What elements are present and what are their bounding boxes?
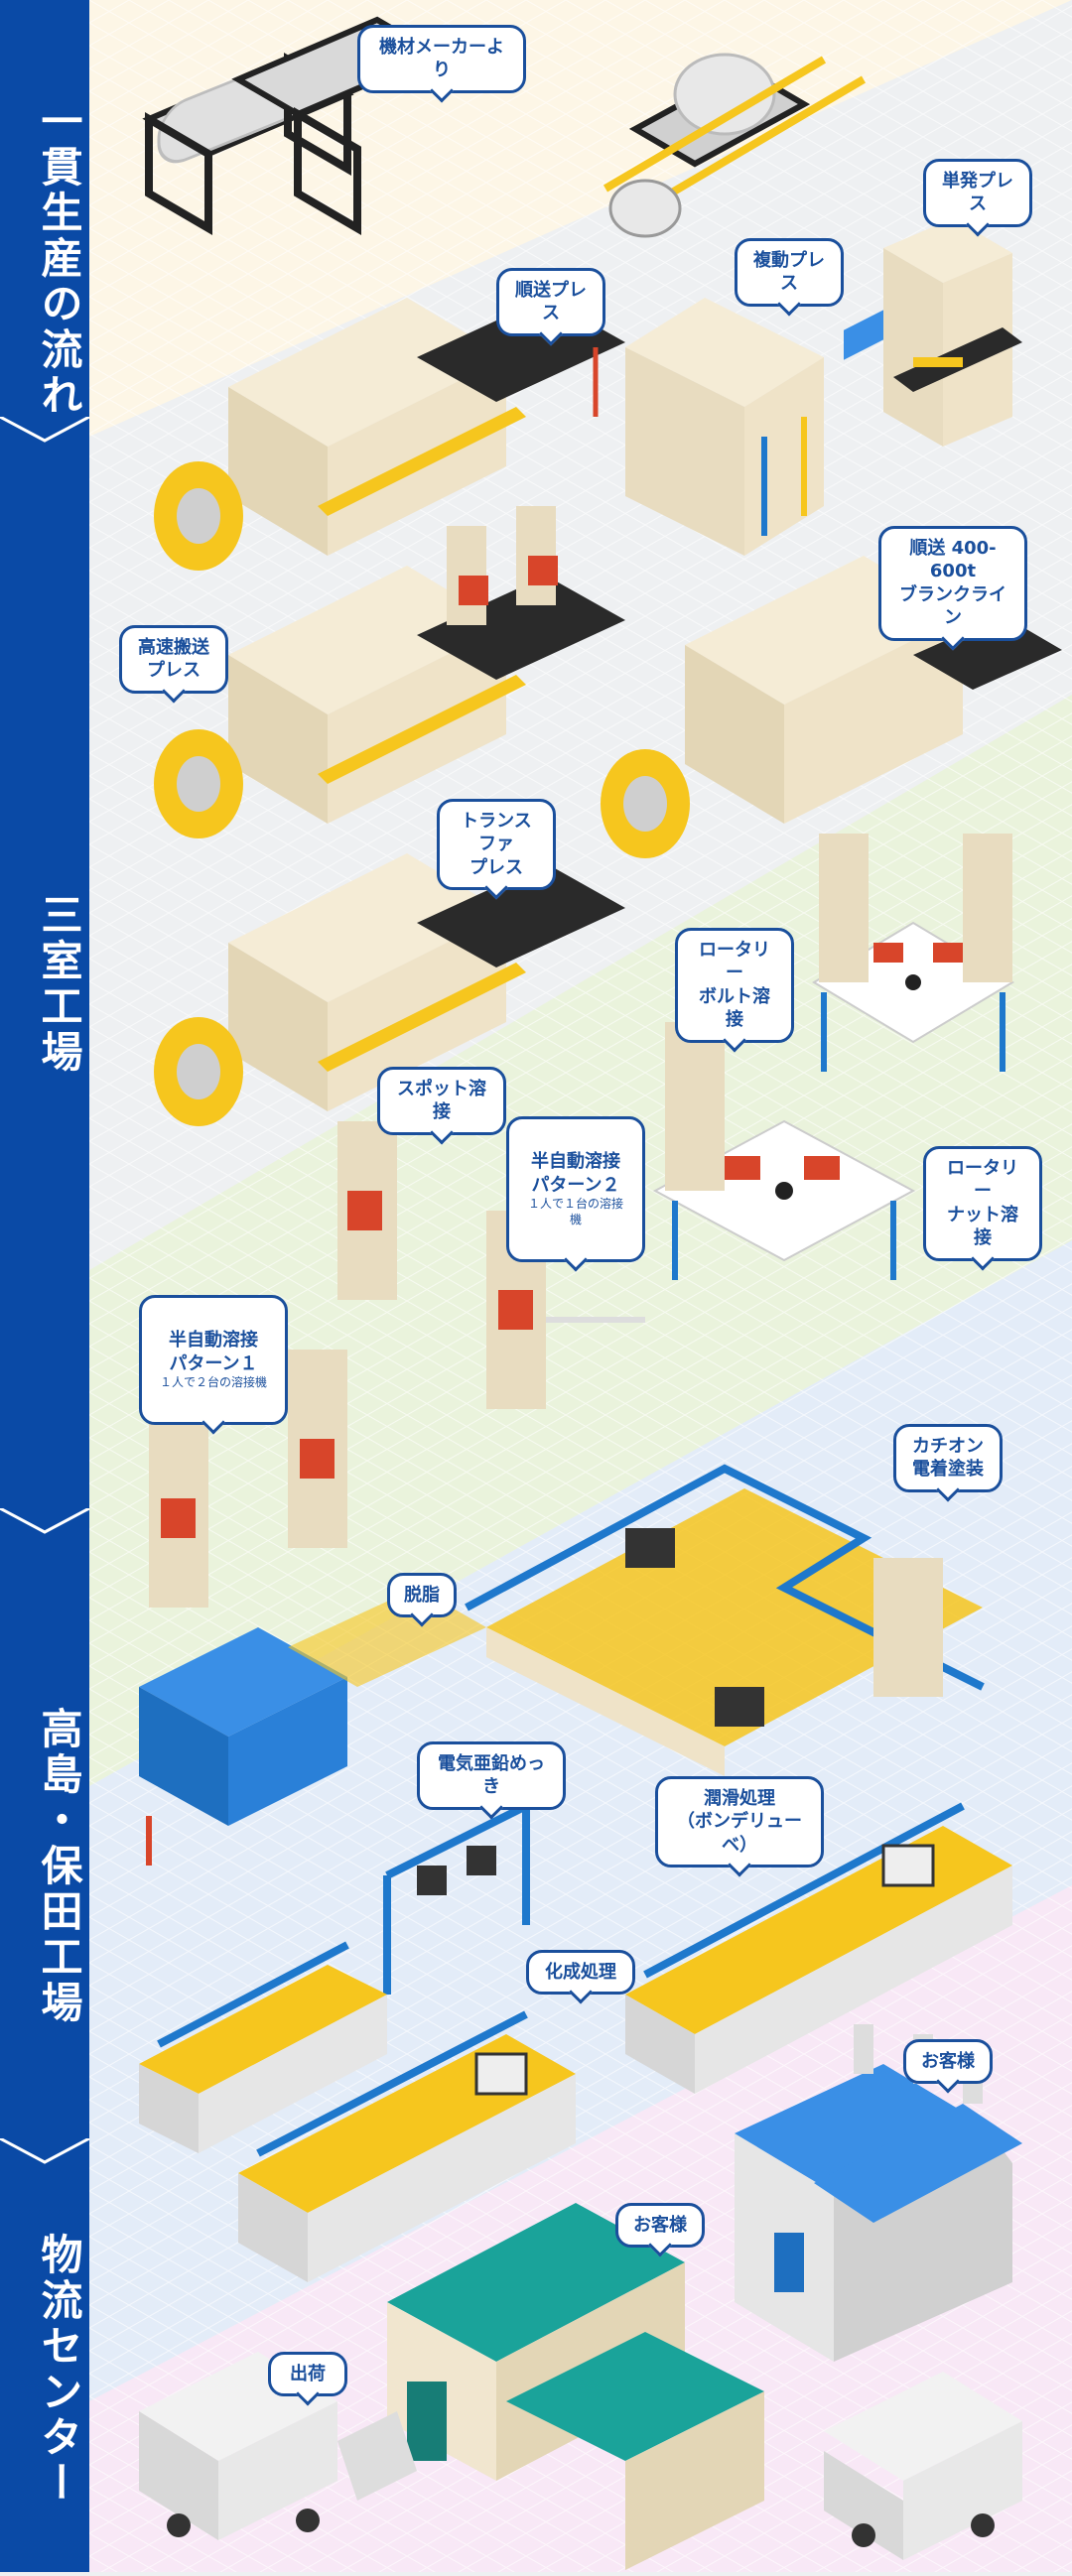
process-flow-illustration: 機材メーカーより 単発プレス 順送プレス 複動プレス 順送 400-600t ブ…: [89, 0, 1072, 2572]
label-chemical-conversion: 化成処理: [526, 1950, 635, 1996]
chevron-down-icon: [0, 417, 89, 443]
label-spot-welding: スポット溶接: [377, 1067, 506, 1135]
chemical-conversion-line: [238, 2010, 576, 2282]
label-rotary-bolt-welding: ロータリー ボルト溶接: [675, 928, 794, 1043]
chevron-down-icon: [0, 2138, 89, 2164]
label-semi-auto-welding-1-sub: １人で２台の溶接機: [159, 1375, 267, 1390]
coil-uncoiler: [603, 53, 867, 238]
chevron-down-icon: [0, 1508, 89, 1534]
label-compound-press: 複動プレス: [735, 238, 844, 307]
single-press-machine: [883, 218, 1022, 447]
label-semi-auto-welding-1-title: 半自動溶接 パターン１: [169, 1330, 258, 1374]
label-shipping: 出荷: [268, 2352, 347, 2397]
delivery-truck-right: [824, 2372, 1022, 2560]
label-rotary-nut-welding: ロータリー ナット溶接: [923, 1146, 1042, 1261]
spot-welding-machine: [337, 1121, 397, 1300]
label-semi-auto-welding-2: 半自動溶接 パターン２ １人で１台の溶接機: [506, 1116, 645, 1262]
lubrication-treatment-line: [625, 1802, 1012, 2094]
section-label-logistics-center: 物流センター: [35, 2233, 83, 2507]
sidebar: 一貫生産の流れ 三室工場 高島・保田工場 物流センター: [0, 0, 89, 2572]
label-progressive-press: 順送プレス: [496, 268, 605, 336]
label-semi-auto-welding-2-title: 半自動溶接 パターン２: [531, 1151, 620, 1196]
zinc-plating-hanger: [383, 1802, 530, 1995]
section-label-takashima-yasuda-factory: 高島・保田工場: [35, 1707, 83, 2026]
label-lubrication-treatment: 潤滑処理 （ボンデリューベ）: [655, 1776, 824, 1868]
label-semi-auto-welding-2-sub: １人で１台の溶接機: [527, 1197, 623, 1226]
label-semi-auto-welding-1: 半自動溶接 パターン１ １人で２台の溶接機: [139, 1295, 288, 1426]
high-speed-press-machine: [154, 506, 625, 838]
section-label-mimuro-factory: 三室工場: [35, 893, 83, 1076]
label-customer-2: お客様: [615, 2203, 705, 2249]
isometric-scene: [89, 0, 1072, 2572]
section-label-integrated-production: 一貫生産の流れ: [35, 99, 83, 419]
customer-warehouse-teal: [387, 2203, 764, 2570]
rotary-bolt-welding-machine: [812, 834, 1014, 1072]
label-zinc-plating: 電気亜鉛めっき: [417, 1741, 566, 1810]
semi-auto-welding-pattern1-machine: [149, 1350, 347, 1608]
label-cation-coating: カチオン 電着塗装: [893, 1424, 1003, 1492]
label-high-speed-press: 高速搬送 プレス: [119, 625, 228, 694]
cation-electrodeposition-line: [465, 1464, 985, 1776]
transfer-press-machine: [154, 853, 625, 1126]
label-degrease: 脱脂: [387, 1573, 457, 1618]
rotary-nut-welding-machine: [652, 1022, 916, 1280]
label-customer-1: お客様: [903, 2039, 993, 2085]
customer-factory-blue: [735, 2024, 1022, 2362]
label-blank-line: 順送 400-600t ブランクライン: [878, 526, 1027, 641]
compound-press-machine: [625, 298, 824, 556]
label-material-supplier: 機材メーカーより: [357, 25, 526, 93]
label-transfer-press: トランスファ プレス: [437, 799, 556, 891]
label-single-press: 単発プレス: [923, 159, 1032, 227]
plating-tank-line: [139, 1941, 387, 2153]
